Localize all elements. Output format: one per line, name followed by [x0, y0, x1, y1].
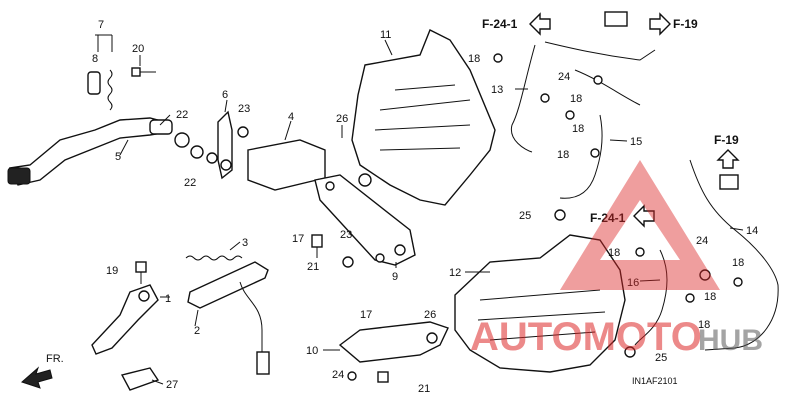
callout-5: 5: [115, 151, 121, 163]
callout-26a: 26: [336, 113, 348, 125]
direction-label: FR.: [46, 353, 64, 365]
callout-18b: 18: [570, 93, 582, 105]
callout-18a: 18: [468, 53, 480, 65]
callout-24a: 23: [238, 103, 250, 115]
callout-8: 8: [92, 53, 98, 65]
callout-13: 13: [491, 84, 503, 96]
callout-18e: 18: [608, 247, 620, 259]
diagram-code: IN1AF2101: [632, 376, 678, 386]
bolt-part-20: [131, 67, 156, 77]
watermark-text-left: AUTOMOTO: [470, 315, 702, 359]
callout-25b: 25: [655, 352, 667, 364]
reference-labels: F-24-1 F-19 F-19 F-24-1: [482, 17, 739, 225]
step-holder-part-9: [314, 174, 416, 266]
callout-7: 7: [98, 19, 104, 31]
cable-part-15: [559, 114, 603, 199]
brake-pedal-part: [7, 117, 173, 186]
ref-arrow-left-top: [529, 12, 551, 36]
callout-22a: 23: [340, 229, 352, 241]
leader-lines: [95, 34, 744, 385]
switch-part-2: [187, 261, 270, 375]
ref-label-f24-1-top: F-24-1: [482, 17, 518, 31]
callout-11: 11: [380, 29, 391, 41]
cover-part-12: [454, 234, 626, 373]
spring-part-3: [185, 255, 243, 261]
ref-arrow-left-mid: [633, 204, 655, 228]
callout-labels: 7 8 20 22 22 5 6 23 4 11 26 17 21 23 9 3…: [92, 19, 758, 395]
callout-10: 10: [306, 345, 318, 357]
callout-3: 3: [242, 237, 248, 249]
rubber-part-27: [120, 367, 160, 391]
callout-4: 4: [288, 111, 294, 123]
ref-label-f19-right: F-19: [714, 133, 739, 147]
callout-22b: 24: [332, 369, 344, 381]
watermark-logo-shape: [560, 160, 720, 290]
callout-12: 12: [449, 267, 461, 279]
cable-part-16: [634, 249, 668, 346]
callout-24c: 24: [696, 235, 708, 247]
bracket-part-4: [237, 126, 326, 191]
callout-9: 9: [392, 271, 398, 283]
callout-18g: 18: [704, 291, 716, 303]
callout-21a: 21: [307, 261, 319, 273]
watermark-text-right: HUB: [698, 324, 763, 357]
callout-23a: 22: [176, 109, 188, 121]
cable-part-13: [510, 41, 656, 153]
spring-part: [87, 69, 113, 111]
callout-25a: 25: [519, 210, 531, 222]
callout-18d: 18: [557, 149, 569, 161]
washer-parts-23: [174, 132, 218, 164]
bracket-part-6: [217, 110, 233, 180]
callout-19: 19: [106, 265, 118, 277]
nut-parts-22: [342, 256, 357, 381]
cable-part-14: [689, 159, 779, 351]
callout-18f: 18: [732, 257, 744, 269]
callout-14: 14: [746, 225, 758, 237]
bolt-part-19: [135, 261, 147, 284]
callout-2: 2: [194, 325, 200, 337]
small-fasteners: [493, 11, 743, 358]
ref-label-f24-1-mid: F-24-1: [590, 211, 626, 225]
callout-27: 27: [166, 379, 178, 391]
callout-23b: 22: [184, 177, 196, 189]
callout-15: 15: [630, 136, 642, 148]
ref-arrow-up-right: [716, 149, 740, 169]
cover-part-11: [351, 29, 496, 206]
callout-17a: 17: [292, 233, 304, 245]
ref-label-f19-top: F-19: [673, 17, 698, 31]
front-direction-marker: FR.: [21, 353, 64, 389]
ref-arrow-right-top: [649, 12, 671, 36]
callout-20: 20: [132, 43, 144, 55]
callout-1: 1: [165, 293, 171, 305]
callout-21b: 21: [418, 383, 430, 395]
callout-24b: 24: [558, 71, 570, 83]
step-bracket-part-10: [338, 321, 449, 363]
bolt-parts-21: [311, 234, 389, 383]
callout-18c: 18: [572, 123, 584, 135]
callout-18h: 18: [698, 319, 710, 331]
brake-arm-part-1: [91, 284, 159, 355]
watermark: AUTOMOTO HUB: [470, 160, 763, 359]
callout-17b: 17: [360, 309, 372, 321]
callout-16: 16: [627, 277, 639, 289]
callout-6: 6: [222, 89, 228, 101]
callout-26b: 26: [424, 309, 436, 321]
